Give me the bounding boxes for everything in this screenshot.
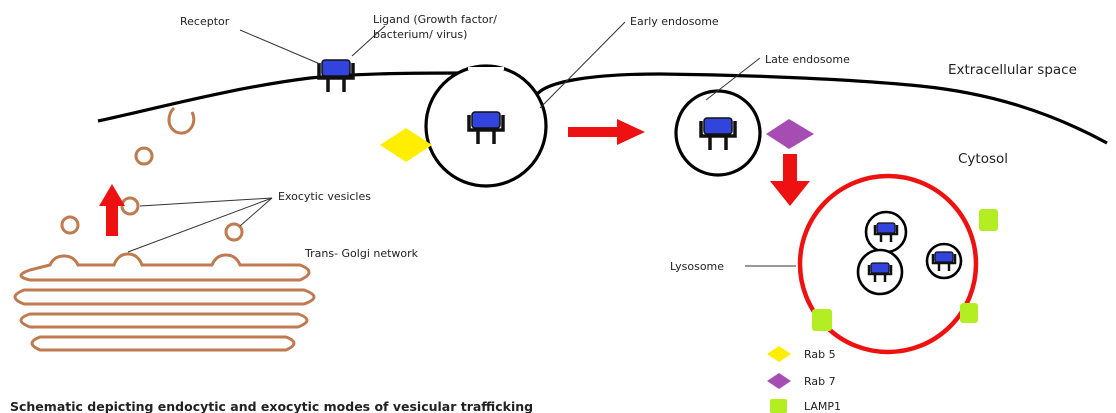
exocytic-vesicles-leaders <box>127 197 273 253</box>
lysosome-inner-vesicle <box>856 248 904 296</box>
arrow-early-to-late <box>568 119 645 145</box>
legend-lamp1-swatch <box>770 399 787 413</box>
rab7-marker <box>766 119 814 149</box>
lysosome-label: Lysosome <box>670 260 724 273</box>
lamp1-marker <box>812 309 832 331</box>
legend-rab7-swatch <box>767 373 791 389</box>
legend: Rab 5 Rab 7 LAMP1 <box>767 346 841 413</box>
lamp1-marker <box>979 209 998 231</box>
extracellular-space-label: Extracellular space <box>948 62 1077 78</box>
ligand-leader <box>351 25 386 57</box>
lamp1-marker <box>960 303 978 323</box>
late-endosome-leader <box>705 57 761 101</box>
ligand-label-line1: Ligand (Growth factor/ <box>373 13 497 26</box>
arrow-exocytosis <box>99 184 125 236</box>
early-endosome-label: Early endosome <box>630 15 719 28</box>
ligand-label-line2: bacterium/ virus) <box>373 28 467 41</box>
early-endosome-neck-mask <box>468 67 504 70</box>
rab5-marker <box>380 128 432 162</box>
receptor-label: Receptor <box>180 15 230 28</box>
legend-rab5-swatch <box>767 346 791 362</box>
trans-golgi-network <box>13 252 316 352</box>
lysosome-inner-vesicle <box>925 242 963 280</box>
lysosome-inner-vesicle <box>864 210 908 254</box>
diagram-caption: Schematic depicting endocytic and exocyt… <box>10 399 533 413</box>
receptor-leader <box>239 29 321 65</box>
trans-golgi-label: Trans- Golgi network <box>304 247 419 260</box>
membrane-receptor-ligand <box>317 58 355 94</box>
late-endosome-label: Late endosome <box>765 53 850 66</box>
arrow-late-to-lysosome <box>770 154 810 206</box>
exocytic-vesicles-label: Exocytic vesicles <box>278 190 371 203</box>
legend-rab5-label: Rab 5 <box>804 348 836 361</box>
early-endosome-leader <box>539 21 626 109</box>
exocytic-vesicles <box>60 106 244 242</box>
cytosol-label: Cytosol <box>958 151 1008 167</box>
legend-rab7-label: Rab 7 <box>804 375 836 388</box>
legend-lamp1-label: LAMP1 <box>804 400 841 413</box>
